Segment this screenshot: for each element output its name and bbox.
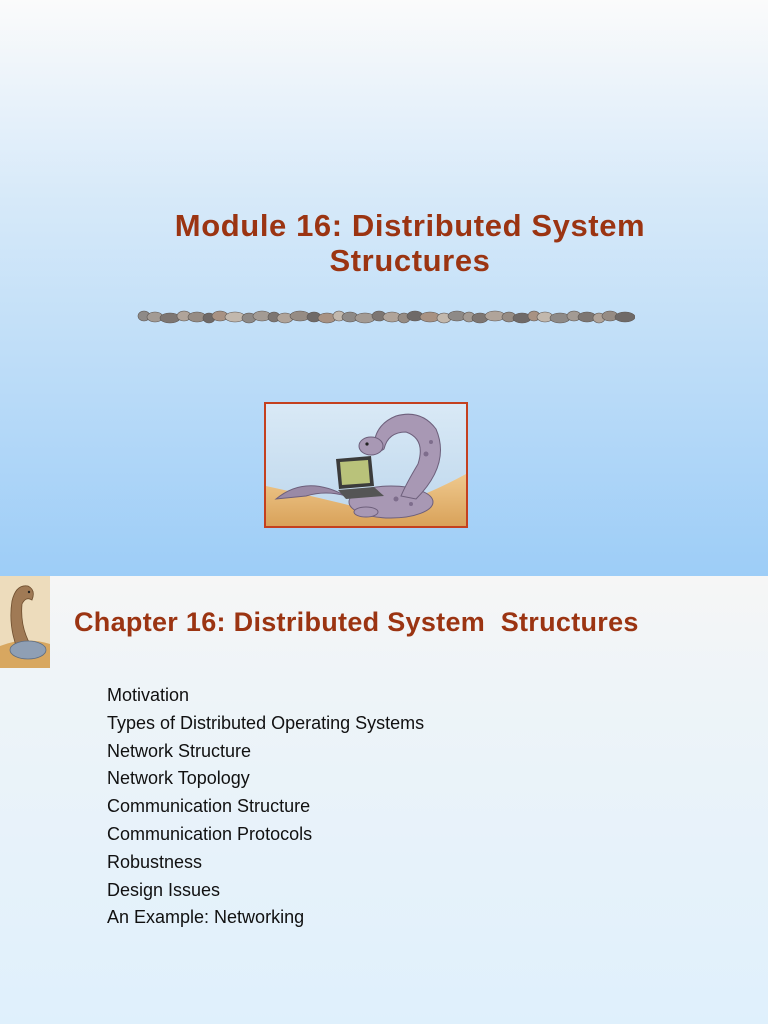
- list-item: Network Structure: [107, 740, 252, 761]
- pebble: [614, 311, 635, 323]
- list-item: Network Topology: [107, 768, 250, 789]
- laptop-icon: [336, 456, 384, 499]
- pebble-divider: [137, 310, 635, 324]
- list-item: Communication Protocols: [107, 823, 313, 844]
- list-item: Design Issues: [107, 879, 221, 900]
- module-title-line2: Structures: [329, 243, 491, 278]
- list-item: Robustness: [107, 851, 203, 872]
- list-item: Communication Structure: [107, 796, 311, 817]
- module-title-line1: Module 16: Distributed System: [174, 208, 646, 243]
- dinosaur-thumbnail: [0, 576, 50, 668]
- chapter-title: Chapter 16: Distributed System Structure…: [74, 607, 639, 637]
- contents-slide: Chapter 16: Distributed System Structure…: [0, 576, 768, 1024]
- module-title: Module 16: Distributed System Structures: [0, 208, 768, 278]
- list-item: Motivation: [107, 685, 190, 705]
- title-slide: Module 16: Distributed System Structures: [0, 0, 768, 576]
- dinosaur-laptop-illustration: [264, 402, 468, 528]
- topic-list: Motivation Types of Distributed Operatin…: [107, 682, 424, 932]
- list-item: Types of Distributed Operating Systems: [107, 712, 425, 733]
- list-item: An Example: Networking: [107, 907, 305, 928]
